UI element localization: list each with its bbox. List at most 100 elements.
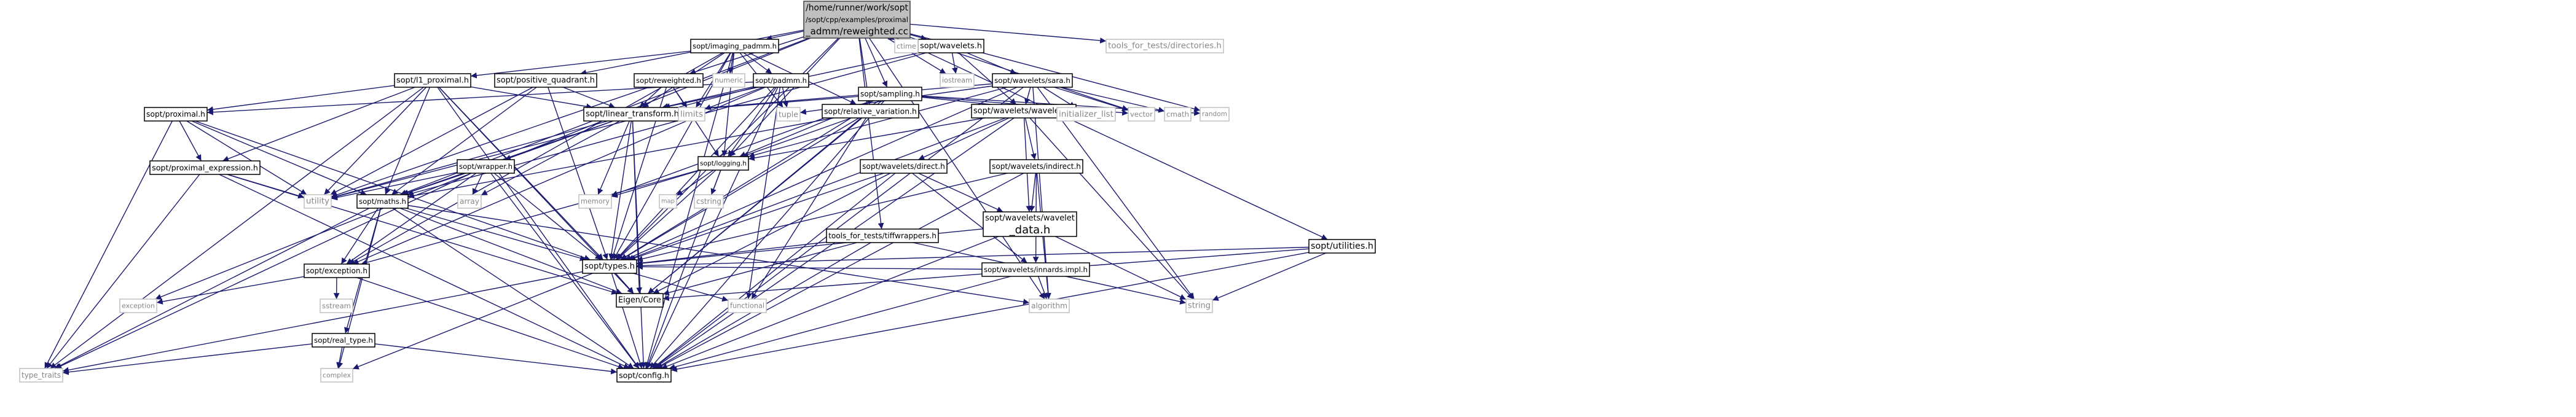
node-sampling[interactable]: sopt/sampling.h <box>858 87 922 101</box>
node-linear-transform[interactable]: sopt/linear_transform.h <box>583 107 681 122</box>
node-types[interactable]: sopt/types.h <box>582 259 637 274</box>
node-utilities[interactable]: sopt/utilities.h <box>1308 239 1376 254</box>
node-maths[interactable]: sopt/maths.h <box>356 194 409 209</box>
node-cmath: cmath <box>1164 107 1192 122</box>
node-label: initializer_list <box>1059 109 1113 119</box>
edge-wavelet_data-to-config <box>661 236 999 369</box>
node-indirect[interactable]: sopt/wavelets/indirect.h <box>989 159 1083 174</box>
edge-innards-to-config <box>669 276 1011 370</box>
node-tuple: tuple <box>776 107 801 122</box>
node-imaging-padmm[interactable]: sopt/imaging_padmm.h <box>690 39 779 53</box>
node-padmm[interactable]: sopt/padmm.h <box>753 73 809 88</box>
node-config[interactable]: sopt/config.h <box>616 368 672 383</box>
edge-direct-to-wavelet_data <box>918 173 1003 212</box>
node-label: sopt/sampling.h <box>860 90 920 98</box>
node-box <box>940 73 975 88</box>
edge-root-to-wavelets <box>909 34 927 41</box>
node-label: sopt/utilities.h <box>1311 241 1373 251</box>
edge-real_type-to-config <box>374 343 618 375</box>
edge-direct-to-config <box>652 173 896 369</box>
edge-positive_quadrant-to-maths <box>391 87 537 195</box>
node-wavelet-data[interactable]: sopt/wavelets/wavelet_data.h <box>983 211 1077 237</box>
edge-linear_transform-to-memory <box>597 120 630 195</box>
node-label: /sopt/cpp/examples/proximal <box>806 15 908 24</box>
node-box <box>659 194 677 209</box>
edge-tiffwrappers-to-types <box>636 241 827 266</box>
edge-padmm-to-limits <box>704 87 764 110</box>
node-proximal[interactable]: sopt/proximal.h <box>144 107 208 122</box>
node-label: cstring <box>696 197 721 206</box>
node-reweighted[interactable]: sopt/reweighted.h <box>634 73 704 88</box>
node-box <box>894 39 919 53</box>
edge-proximal-to-utility <box>186 120 307 195</box>
node-box <box>144 107 208 122</box>
edge-wavelet_data-to-string <box>1055 236 1187 300</box>
edge-direct-to-eigen_core <box>653 173 891 294</box>
edge-real_type-to-type_traits <box>62 343 313 375</box>
node-label: algorithm <box>1031 302 1067 310</box>
edge-proximal_expression-to-eigen_core <box>227 174 618 295</box>
edge-wavelets_wavelets-to-config <box>653 117 1015 369</box>
node-proximal-expression[interactable]: sopt/proximal_expression.h <box>149 160 261 175</box>
node-l1-proximal[interactable]: sopt/l1_proximal.h <box>394 73 471 88</box>
node-tiffwrappers[interactable]: tools_for_tests/tiffwrappers.h <box>826 228 939 243</box>
node-wrapper[interactable]: sopt/wrapper.h <box>457 159 515 174</box>
node-tools-dirs: tools_for_tests/directories.h <box>1105 39 1224 53</box>
edge-tiffwrappers-to-eigen_core <box>662 242 857 296</box>
node-direct[interactable]: sopt/wavelets/direct.h <box>860 159 948 174</box>
node-box <box>312 333 375 348</box>
edge-wrapper-to-types <box>493 173 602 260</box>
node-cstring: cstring <box>694 194 724 209</box>
node-real-type[interactable]: sopt/real_type.h <box>312 333 375 348</box>
node-box <box>119 298 157 313</box>
edge-imaging_padmm-to-l1_proximal <box>470 50 691 79</box>
edge-padmm-to-linear_transform <box>662 86 754 109</box>
edge-real_type-to-complex <box>336 346 343 369</box>
node-label: numeric <box>715 77 743 85</box>
node-map: map <box>659 194 677 209</box>
node-label: sopt/padmm.h <box>755 76 807 85</box>
node-label: tuple <box>779 110 798 119</box>
edge-proximal-to-maths <box>191 120 367 195</box>
node-box <box>858 87 922 101</box>
node-label: sopt/wrapper.h <box>459 162 512 171</box>
node-box <box>494 73 597 88</box>
edge-sara-to-string <box>1037 87 1195 300</box>
edge-wrapper-to-utility <box>331 172 458 201</box>
node-label: sstream <box>322 302 351 310</box>
edge-wavelets-to-wavelets_wavelets <box>958 52 1017 105</box>
node-box <box>697 156 749 171</box>
edge-relative_variation-to-logging <box>742 117 852 158</box>
node-sara[interactable]: sopt/wavelets/sara.h <box>992 73 1073 88</box>
edge-logging-to-map <box>676 170 714 196</box>
edge-types-to-config <box>611 273 643 369</box>
node-box <box>582 259 637 274</box>
edge-wavelets-to-iostream <box>951 52 958 74</box>
edge-relative_variation-to-types <box>621 117 860 260</box>
edge-types-to-complex <box>352 273 593 370</box>
node-root[interactable]: /home/runner/work/sopt/sopt/cpp/examples… <box>803 1 911 39</box>
node-wavelets[interactable]: sopt/wavelets.h <box>917 39 984 53</box>
edge-linear_transform-to-types <box>608 120 632 260</box>
node-initializer-list: initializer_list <box>1056 107 1116 122</box>
node-box <box>1185 298 1213 313</box>
node-label: limits <box>680 109 703 119</box>
edge-maths-to-type_traits <box>54 208 370 369</box>
node-box <box>678 107 705 122</box>
edge-sampling-to-linear_transform <box>680 96 859 113</box>
edge-utilities-to-config <box>670 252 1310 372</box>
node-relative-variation[interactable]: sopt/relative_variation.h <box>822 104 919 119</box>
node-label: utility <box>306 197 329 206</box>
node-string: string <box>1185 298 1213 313</box>
node-innards[interactable]: sopt/wavelets/innards.impl.h <box>981 262 1090 277</box>
edge-sampling-to-config <box>650 100 885 369</box>
edge-sara-to-linear_transform <box>680 83 993 113</box>
node-eigen-core[interactable]: Eigen/Core <box>616 293 664 308</box>
node-box <box>320 368 353 383</box>
edge-reweighted-to-limits <box>672 87 688 108</box>
node-exception-h[interactable]: sopt/exception.h <box>304 263 370 278</box>
node-positive-quadrant[interactable]: sopt/positive_quadrant.h <box>494 73 597 88</box>
node-label: cmath <box>1166 110 1189 119</box>
node-logging[interactable]: sopt/logging.h <box>697 156 749 171</box>
node-box <box>826 228 939 243</box>
